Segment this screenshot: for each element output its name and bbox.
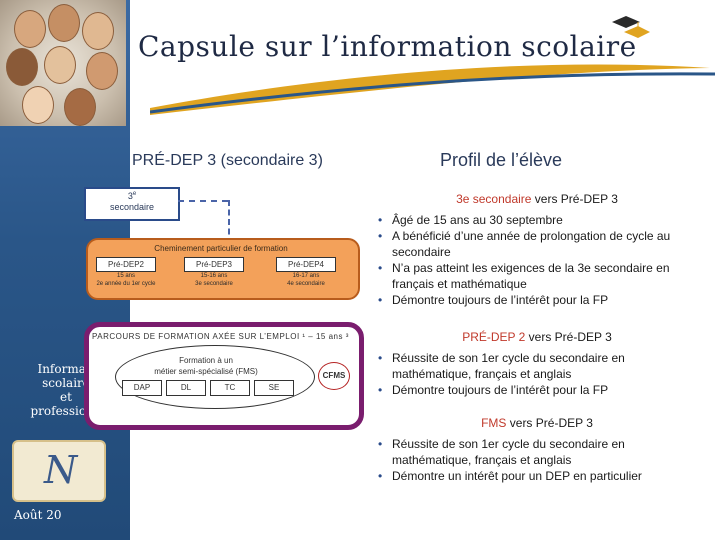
pre-dep2-box: Pré-DEP2	[96, 257, 156, 272]
parcours-label: PARCOURS DE FORMATION AXÉE SUR L’EMPLOI …	[92, 332, 349, 341]
cheminement-label: Cheminement particulier de formation	[154, 244, 288, 253]
list-item: N’a pas atteint les exigences de la 3e s…	[378, 260, 700, 292]
section-3-title: FMS vers Pré-DEP 3	[372, 416, 702, 430]
pre-dep4-box: Pré-DEP4	[276, 257, 336, 272]
left-heading: PRÉ-DEP 3 (secondaire 3)	[132, 152, 323, 169]
section-1-list: Âgé de 15 ans au 30 septembre A bénéfici…	[378, 212, 700, 308]
list-item: Réussite de son 1er cycle du secondaire …	[378, 350, 700, 382]
section-1-title: 3e secondaire vers Pré-DEP 3	[372, 192, 702, 206]
section-1-highlight: 3e secondaire	[456, 192, 532, 206]
dashed-connector-h	[178, 200, 228, 204]
students-photo	[0, 0, 126, 126]
section-2-title: PRÉ-DEP 2 vers Pré-DEP 3	[372, 330, 702, 344]
section-1-rest: vers Pré-DEP 3	[534, 192, 618, 206]
page-title: Capsule sur l’information scolaire	[138, 30, 637, 63]
sec-box-label: secondaire	[109, 202, 155, 212]
option-dap: DAP	[122, 380, 162, 396]
section-2-list: Réussite de son 1er cycle du secondaire …	[378, 350, 700, 398]
fms-label: Formation à un métier semi-spécialisé (F…	[154, 356, 258, 376]
list-item: A bénéficié d’une année de prolongation …	[378, 228, 700, 260]
sec-box-sup: e	[132, 191, 137, 197]
pre-dep3-detail: 15-16 ans 3e secondaire	[195, 273, 233, 287]
gold-swoosh	[150, 64, 716, 115]
option-tc: TC	[210, 380, 250, 396]
right-heading: Profil de l’élève	[440, 150, 563, 170]
section-3-highlight: FMS	[481, 416, 507, 430]
cfms-badge: CFMS	[318, 362, 350, 390]
section-2-rest: vers Pré-DEP 3	[528, 330, 612, 344]
pre-dep3-box: Pré-DEP3	[184, 257, 244, 272]
list-item: Démontre toujours de l’intérêt pour la F…	[378, 382, 700, 398]
section-3-list: Réussite de son 1er cycle du secondaire …	[378, 436, 700, 484]
fms-ellipse	[115, 345, 315, 409]
list-item: Démontre un intérêt pour un DEP en parti…	[378, 468, 700, 484]
option-se: SE	[254, 380, 294, 396]
sidebar-date: Août 20	[14, 508, 62, 522]
parcours-age: ¹ – 15 ans ³	[302, 332, 349, 341]
sidebar-title: Informati scolaire et professionn	[30, 362, 102, 418]
pre-dep4-detail: 16-17 ans 4e secondaire	[287, 273, 325, 287]
pre-dep2-detail: 15 ans 2e année du 1er cycle	[96, 273, 156, 287]
school-logo: N	[12, 440, 106, 502]
list-item: Réussite de son 1er cycle du secondaire …	[378, 436, 700, 468]
list-item: Âgé de 15 ans au 30 septembre	[378, 212, 700, 228]
logo-n-icon: N	[44, 448, 78, 492]
parcours-text: PARCOURS DE FORMATION AXÉE SUR L’EMPLOI	[92, 332, 300, 341]
section-3-rest: vers Pré-DEP 3	[509, 416, 593, 430]
section-2-highlight: PRÉ-DEP 2	[462, 330, 526, 344]
sec-box-number: 3	[127, 191, 133, 201]
dashed-connector-v	[228, 200, 232, 244]
secondaire-box: 3e secondaire	[84, 187, 180, 221]
option-dl: DL	[166, 380, 206, 396]
graduation-caps-icon	[612, 16, 650, 38]
list-item: Démontre toujours de l’intérêt pour la F…	[378, 292, 700, 308]
